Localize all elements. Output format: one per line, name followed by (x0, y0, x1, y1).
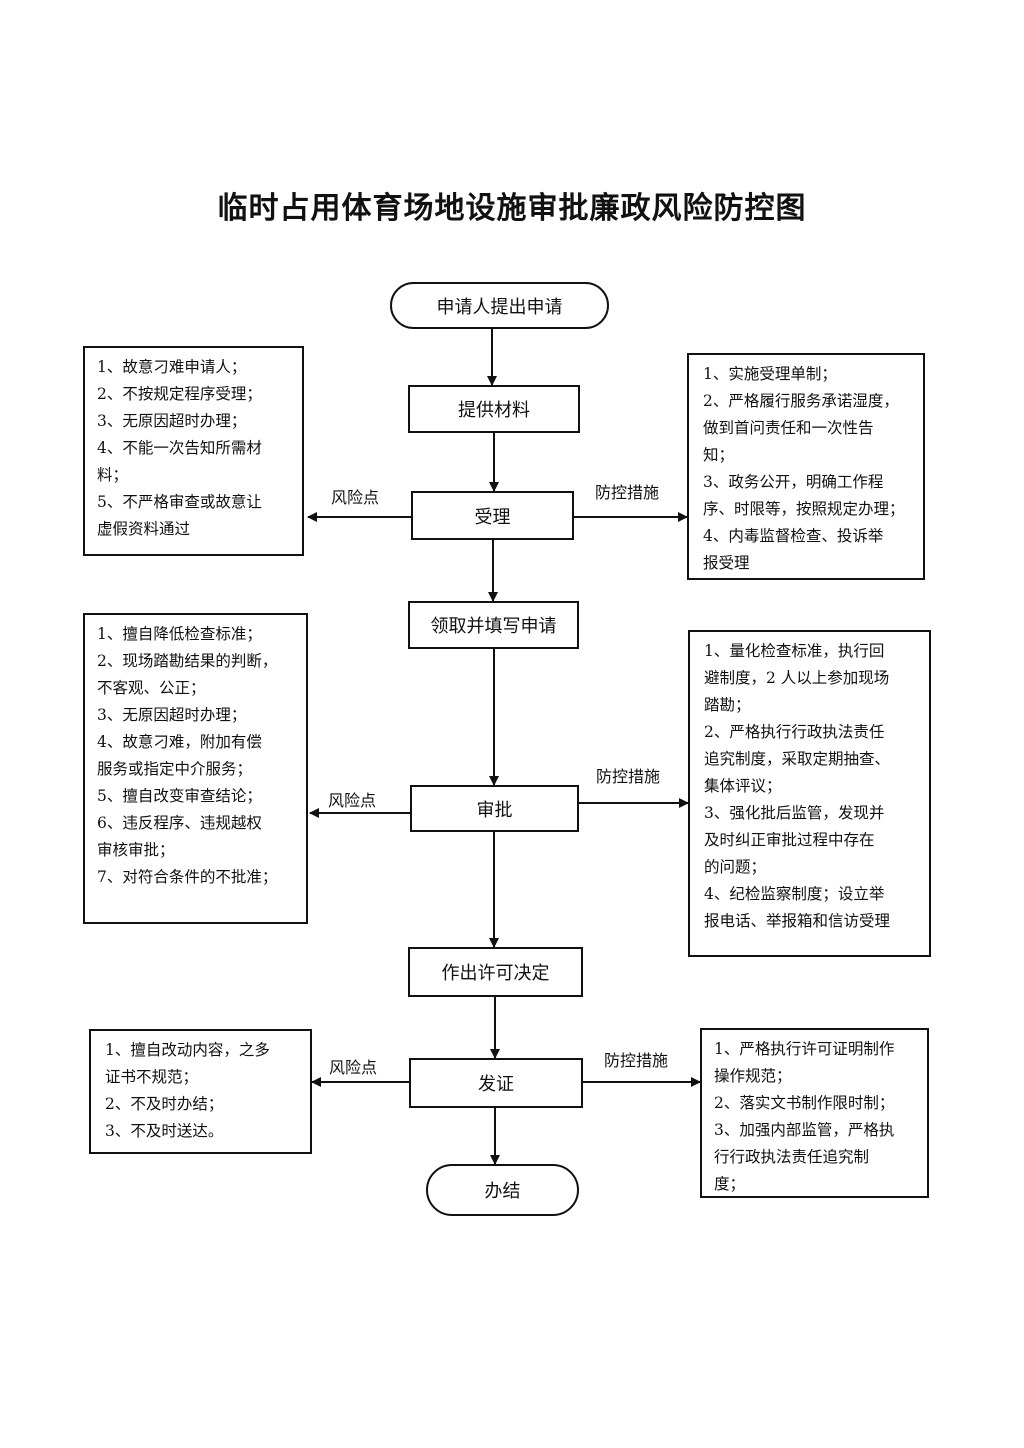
note-line: 4、内毒监督检查、投诉举 (703, 527, 884, 545)
note-line: 3、加强内部监管，严格执 (714, 1121, 895, 1139)
control-label-issue: 防控措施 (604, 1051, 669, 1070)
note-line: 3、无原因超时办理； (97, 706, 247, 724)
risk-label-approve: 风险点 (328, 791, 377, 810)
control-box-issue: 1、严格执行许可证明制作 操作规范； 2、落实文书制作限时制； 3、加强内部监管… (700, 1028, 929, 1198)
note-line: 2、落实文书制作限时制； (714, 1094, 895, 1112)
note-line: 1、严格执行许可证明制作 (714, 1040, 895, 1058)
start-node-apply: 申请人提出申请 (390, 282, 609, 329)
note-line: 2、严格履行服务承诺湿度， (703, 392, 899, 410)
note-line: 踏勘； (704, 696, 751, 714)
note-line: 报受理 (703, 554, 750, 572)
note-line: 避制度，2 人以上参加现场 (704, 669, 890, 687)
note-line: 知； (703, 446, 735, 464)
note-line: 2、严格执行行政执法责任 (704, 723, 885, 741)
note-line: 1、实施受理单制； (703, 365, 837, 383)
note-line: 服务或指定中介服务； (97, 760, 253, 778)
page-title: 临时占用体育场地设施审批廉政风险防控图 (217, 191, 807, 226)
note-line: 审核审批； (97, 841, 175, 859)
note-line: 证书不规范； (105, 1068, 199, 1086)
note-line: 3、强化批后监管，发现并 (704, 804, 885, 822)
control-box-approve: 1、量化检查标准，执行回 避制度，2 人以上参加现场 踏勘； 2、严格执行行政执… (688, 630, 931, 957)
note-line: 集体评议； (704, 777, 782, 795)
note-line: 1、故意刁难申请人； (97, 358, 247, 376)
note-line: 2、现场踏勘结果的判断， (97, 652, 278, 670)
note-line: 4、纪检监察制度；设立举 (704, 885, 885, 903)
risk-box-approve: 1、擅自降低检查标准； 2、现场踏勘结果的判断， 不客观、公正； 3、无原因超时… (83, 613, 308, 924)
step-fill-application: 领取并填写申请 (408, 601, 579, 649)
note-line: 操作规范； (714, 1067, 792, 1085)
note-line: 做到首问责任和一次性告 (703, 419, 874, 437)
control-box-accept: 1、实施受理单制； 2、严格履行服务承诺湿度， 做到首问责任和一次性告 知； 3… (687, 353, 925, 580)
note-line: 2、不按规定程序受理； (97, 385, 262, 403)
note-line: 4、故意刁难，附加有偿 (97, 733, 262, 751)
note-line: 3、无原因超时办理； (97, 412, 247, 430)
note-line: 2、不及时办结； (105, 1095, 224, 1113)
risk-label-accept: 风险点 (331, 488, 380, 507)
note-line: 虚假资料通过 (97, 520, 191, 538)
note-line: 行行政执法责任追究制 (714, 1148, 870, 1166)
note-line: 3、不及时送达。 (105, 1122, 224, 1140)
note-line: 1、擅自降低检查标准； (97, 625, 262, 643)
note-line: 1、量化检查标准，执行回 (704, 642, 885, 660)
note-line: 料； (97, 466, 129, 484)
note-line: 6、违反程序、违规越权 (97, 814, 262, 832)
note-line: 7、对符合条件的不批准； (97, 868, 278, 886)
step-issue-certificate: 发证 (409, 1058, 583, 1108)
note-line: 报电话、举报箱和信访受理 (704, 912, 891, 930)
risk-label-issue: 风险点 (329, 1058, 378, 1077)
note-line: 序、时限等，按照规定办理； (703, 500, 905, 518)
note-line: 5、擅自改变审查结论； (97, 787, 262, 805)
control-label-accept: 防控措施 (595, 483, 660, 502)
note-line: 5、不严格审查或故意让 (97, 493, 262, 511)
note-line: 3、政务公开，明确工作程 (703, 473, 884, 491)
note-line: 度； (714, 1175, 746, 1193)
note-line: 及时纠正审批过程中存在 (704, 831, 875, 849)
step-make-decision: 作出许可决定 (408, 947, 583, 997)
end-node-done: 办结 (426, 1164, 579, 1216)
risk-box-accept: 1、故意刁难申请人； 2、不按规定程序受理； 3、无原因超时办理； 4、不能一次… (83, 346, 304, 556)
control-label-approve: 防控措施 (596, 767, 661, 786)
step-approve: 审批 (410, 785, 579, 832)
note-line: 4、不能一次告知所需材 (97, 439, 262, 457)
note-line: 1、擅自改动内容，之多 (105, 1041, 270, 1059)
step-provide-materials: 提供材料 (408, 385, 580, 433)
risk-box-issue: 1、擅自改动内容，之多 证书不规范； 2、不及时办结； 3、不及时送达。 (89, 1029, 312, 1154)
note-line: 不客观、公正； (97, 679, 206, 697)
note-line: 追究制度，采取定期抽查、 (704, 750, 891, 768)
step-accept: 受理 (411, 491, 574, 540)
note-line: 的问题； (704, 858, 767, 876)
